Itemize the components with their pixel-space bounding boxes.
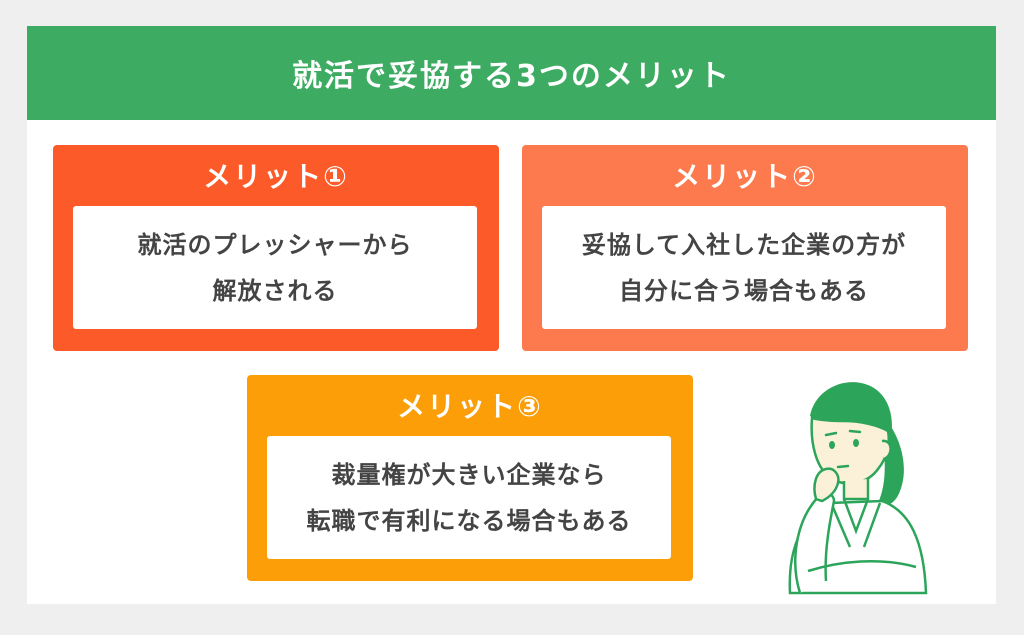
merit-card-1-line-1: 就活のプレッシャーから bbox=[137, 230, 413, 259]
merit-card-1-body: 就活のプレッシャーから 解放される bbox=[73, 206, 477, 329]
right-eye bbox=[853, 439, 859, 447]
page-title-text: 就活で妥協する3つのメリット bbox=[292, 59, 731, 94]
merit-card-2-heading: メリット② bbox=[672, 160, 818, 193]
merit-card-2: メリット② 妥協して入社した企業の方が 自分に合う場合もある bbox=[522, 145, 968, 351]
neck bbox=[842, 479, 870, 501]
thinking-woman-illustration bbox=[788, 382, 928, 595]
merit-card-3-line-1: 裁量権が大きい企業なら bbox=[331, 460, 607, 489]
merit-card-3: メリット③ 裁量権が大きい企業なら 転職で有利になる場合もある bbox=[247, 375, 693, 581]
merit-card-2-line-2: 自分に合う場合もある bbox=[619, 276, 869, 305]
ear bbox=[881, 439, 892, 461]
merit-card-3-body: 裁量権が大きい企業なら 転職で有利になる場合もある bbox=[267, 436, 671, 559]
page-title: 就活で妥協する3つのメリット bbox=[27, 26, 996, 120]
infographic-panel: 就活で妥協する3つのメリット メリット① 就活のプレッシャーから 解放される メ… bbox=[27, 26, 996, 604]
mouth bbox=[836, 464, 850, 469]
merit-card-3-line-2: 転職で有利になる場合もある bbox=[306, 506, 632, 535]
merit-card-1-heading: メリット① bbox=[203, 160, 349, 193]
merit-card-2-body: 妥協して入社した企業の方が 自分に合う場合もある bbox=[542, 206, 946, 329]
merit-card-1: メリット① 就活のプレッシャーから 解放される bbox=[53, 145, 499, 351]
crossed-arm bbox=[807, 560, 917, 573]
left-eye bbox=[829, 441, 835, 449]
hand bbox=[813, 467, 840, 503]
collar bbox=[842, 498, 870, 535]
merit-card-2-line-1: 妥協して入社した企業の方が bbox=[581, 230, 907, 259]
merit-card-1-line-2: 解放される bbox=[212, 276, 338, 305]
merit-card-3-heading: メリット③ bbox=[397, 390, 543, 423]
